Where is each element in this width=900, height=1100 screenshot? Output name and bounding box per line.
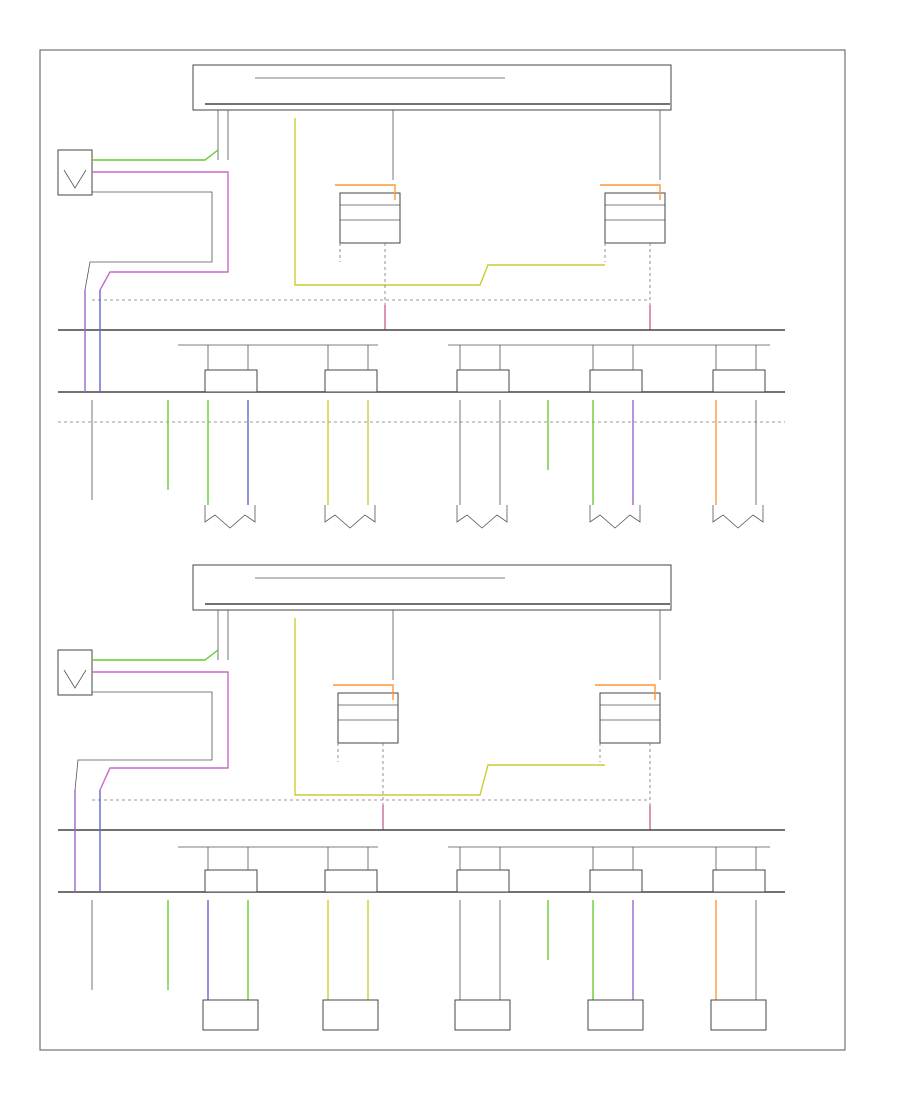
motor-symbol: [456, 505, 508, 529]
orange-wire: [595, 684, 656, 700]
orange-wire: [333, 684, 394, 700]
motor-symbol: [589, 505, 641, 529]
yellow-wire: [294, 118, 605, 286]
motor-box: [454, 999, 511, 1031]
green-wire: [92, 649, 219, 661]
motor-symbol: [204, 505, 256, 529]
sensor-left: [339, 192, 401, 244]
wire: [84, 191, 213, 291]
sensor-left: [337, 692, 399, 744]
seat-control-module: [192, 564, 672, 611]
diagram-frame: [39, 49, 846, 1051]
violet-wire: [92, 171, 229, 291]
orange-wire: [335, 184, 396, 200]
motor-symbol: [324, 505, 376, 529]
seat-control-module: [192, 64, 672, 111]
switch-unit: [204, 869, 258, 893]
motor-box: [587, 999, 644, 1031]
switch-unit: [456, 869, 510, 893]
switch-unit: [324, 869, 378, 893]
yellow-wire: [294, 618, 605, 796]
switch-unit: [712, 369, 766, 393]
motor-box: [322, 999, 379, 1031]
switch-symbol: [63, 669, 87, 689]
upper-seat-circuit: [57, 64, 785, 529]
motor-box: [710, 999, 767, 1031]
violet-wire: [92, 671, 229, 791]
motor-box: [202, 999, 259, 1031]
switch-unit: [589, 369, 643, 393]
sensor-right: [599, 692, 661, 744]
switch-unit: [712, 869, 766, 893]
switch-symbol: [63, 169, 87, 189]
switch-unit: [456, 369, 510, 393]
wire: [74, 691, 213, 791]
switch-unit: [204, 369, 258, 393]
motor-symbol: [712, 505, 764, 529]
lower-seat-circuit: [57, 564, 785, 1031]
switch-unit: [589, 869, 643, 893]
switch-unit: [324, 369, 378, 393]
orange-wire: [600, 184, 661, 200]
sensor-right: [604, 192, 666, 244]
green-wire: [92, 149, 219, 161]
